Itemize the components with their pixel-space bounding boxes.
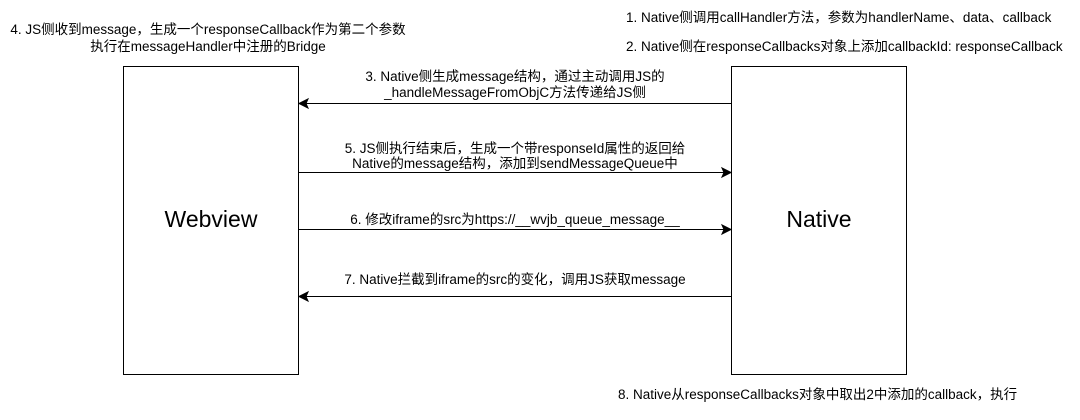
message-step-7-label: 7. Native拦截到iframe的src的变化，调用JS获取message — [344, 272, 685, 287]
participant-webview: Webview — [123, 66, 299, 375]
message-step-7: 7. Native拦截到iframe的src的变化，调用JS获取message — [297, 272, 731, 303]
note-step-8: 8. Native从responseCallbacks对象中取出2中添加的cal… — [618, 387, 1017, 402]
message-step-3-label-line-2: _handleMessageFromObjC方法传递给JS侧 — [383, 85, 646, 100]
message-step-3: 3. Native侧生成message结构，通过主动调用JS的 _handleM… — [297, 69, 731, 110]
note-step-8-text: 8. Native从responseCallbacks对象中取出2中添加的cal… — [618, 387, 1017, 402]
webview-box — [123, 66, 299, 375]
message-step-3-arrowhead — [297, 97, 310, 110]
note-step-1: 1. Native侧调用callHandler方法，参数为handlerName… — [626, 9, 1052, 25]
message-step-6: 6. 修改iframe的src为https://__wvjb_queue_mes… — [299, 212, 733, 236]
message-step-6-label: 6. 修改iframe的src为https://__wvjb_queue_mes… — [350, 212, 680, 227]
native-box — [731, 66, 907, 375]
message-step-5-arrowhead — [720, 166, 733, 179]
message-step-3-label-line-1: 3. Native侧生成message结构，通过主动调用JS的 — [365, 69, 664, 84]
note-step-4-line-1: 4. JS侧收到message，生成一个responseCallback作为第二… — [10, 21, 406, 37]
message-step-5-label-line-2: Native的message结构，添加到sendMessageQueue中 — [352, 156, 678, 171]
note-step-4: 4. JS侧收到message，生成一个responseCallback作为第二… — [10, 21, 406, 54]
note-step-2: 2. Native侧在responseCallbacks对象上添加callbac… — [626, 39, 1063, 54]
message-step-5: 5. JS侧执行结束后，生成一个带responseId属性的返回给 Native… — [299, 141, 733, 179]
message-step-6-arrowhead — [720, 223, 733, 236]
note-step-4-line-2: 执行在messageHandler中注册的Bridge — [90, 39, 326, 54]
note-step-1-text: 1. Native侧调用callHandler方法，参数为handlerName… — [626, 9, 1052, 25]
message-step-7-arrowhead — [297, 290, 310, 303]
participant-native: Native — [731, 66, 907, 375]
note-step-2-text: 2. Native侧在responseCallbacks对象上添加callbac… — [626, 39, 1063, 54]
native-label: Native — [786, 206, 851, 232]
message-step-5-label-line-1: 5. JS侧执行结束后，生成一个带responseId属性的返回给 — [345, 141, 686, 156]
webview-label: Webview — [165, 206, 258, 232]
